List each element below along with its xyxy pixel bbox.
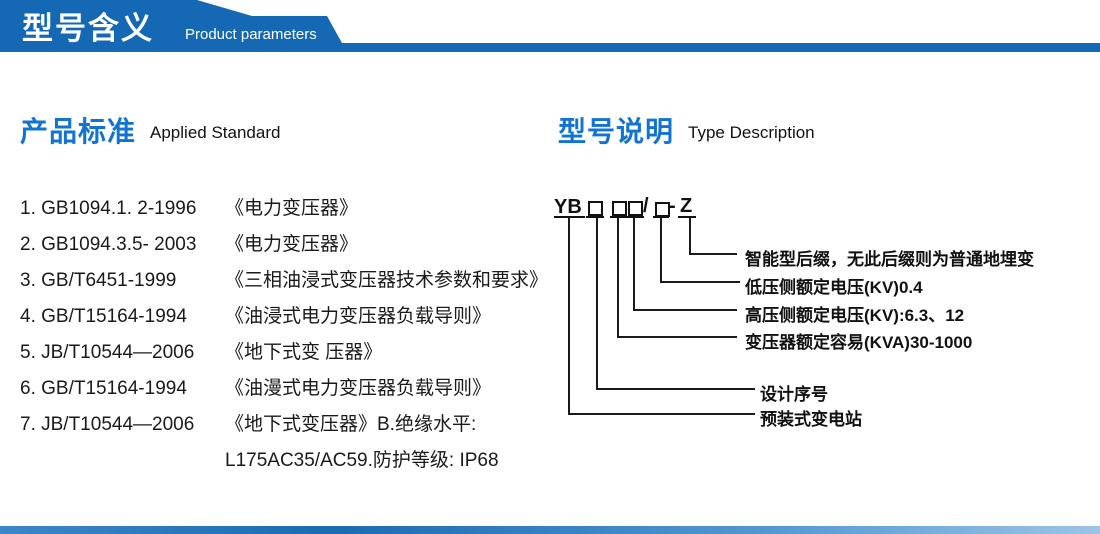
standard-title: 《电力变压器》 <box>225 198 359 219</box>
page-title: 型号含义 <box>22 11 154 46</box>
callout-rated-capacity: 变压器额定容易(KVA)30-1000 <box>745 333 973 352</box>
standard-title: 《三相油浸式变压器技术参数和要求》 <box>225 270 549 291</box>
model-box-1 <box>588 201 603 216</box>
model-suffix: Z <box>680 195 693 217</box>
model-dash: - <box>669 195 676 217</box>
page-subtitle: Product parameters <box>185 26 317 43</box>
model-box-2 <box>612 201 627 216</box>
standard-title: 《油浸式电力变压器负载导则》 <box>225 306 492 327</box>
type-description-title-cn: 型号说明 <box>558 116 675 147</box>
model-box-3 <box>628 201 643 216</box>
standard-item: 5. JB/T10544—2006 《地下式变 压器》 <box>20 335 548 371</box>
header-banner <box>0 0 1100 52</box>
standard-code: 7. JB/T10544—2006 <box>20 414 195 435</box>
standard-title: 《地下式变 压器》 <box>225 342 383 363</box>
standard-title: 《电力变压器》 <box>225 234 359 255</box>
standard-code: 6. GB/T15164-1994 <box>20 378 187 399</box>
standard-item: 3. GB/T6451-1999 《三相油浸式变压器技术参数和要求》 <box>20 263 548 299</box>
standards-list: 1. GB1094.1. 2-1996 《电力变压器》 2. GB1094.3.5… <box>20 191 548 479</box>
underline-box-4 <box>653 216 669 218</box>
model-box-4 <box>655 202 670 217</box>
standard-item: 6. GB/T15164-1994 《油漫式电力变压器负载导则》 <box>20 371 548 407</box>
type-description-heading: 型号说明 Type Description <box>558 110 815 150</box>
underline-box-2 <box>610 216 627 218</box>
underline-box-1 <box>586 216 604 218</box>
applied-standard-title-en: Applied Standard <box>150 123 281 142</box>
standard-item: 1. GB1094.1. 2-1996 《电力变压器》 <box>20 191 548 227</box>
standard-title: 《油漫式电力变压器负载导则》 <box>225 378 492 399</box>
callout-prefab-substation: 预装式变电站 <box>760 410 862 429</box>
footer-bar <box>0 526 1100 534</box>
underline-box-3 <box>627 216 644 218</box>
standard-code: 4. GB/T15164-1994 <box>20 306 187 327</box>
standard-item: 4. GB/T15164-1994 《油浸式电力变压器负载导则》 <box>20 299 548 335</box>
applied-standard-heading: 产品标准 Applied Standard <box>20 110 280 150</box>
standard-item: L175AC35/AC59.防护等级: IP68 <box>20 443 548 479</box>
underline-suffix <box>678 216 696 218</box>
standard-code: 2. GB1094.3.5- 2003 <box>20 234 197 255</box>
model-slash: / <box>643 195 649 217</box>
underline-prefix <box>554 216 585 218</box>
standard-title: L175AC35/AC59.防护等级: IP68 <box>225 450 499 471</box>
standard-item: 2. GB1094.3.5- 2003 《电力变压器》 <box>20 227 548 263</box>
type-description-title-en: Type Description <box>688 123 815 142</box>
callout-design-serial: 设计序号 <box>760 385 828 404</box>
callout-low-voltage: 低压侧额定电压(KV)0.4 <box>745 278 923 297</box>
standard-item: 7. JB/T10544—2006 《地下式变压器》B.绝缘水平: <box>20 407 548 443</box>
standard-code: 3. GB/T6451-1999 <box>20 270 177 291</box>
standard-code: 1. GB1094.1. 2-1996 <box>20 198 197 219</box>
model-prefix: YB <box>554 196 582 218</box>
standard-code: 5. JB/T10544—2006 <box>20 342 195 363</box>
applied-standard-title-cn: 产品标准 <box>20 116 137 147</box>
callout-high-voltage: 高压侧额定电压(KV):6.3、12 <box>745 306 965 325</box>
standard-title: 《地下式变压器》B.绝缘水平: <box>225 414 477 435</box>
callout-smart-suffix: 智能型后缀，无此后缀则为普通地埋变 <box>745 250 1034 269</box>
